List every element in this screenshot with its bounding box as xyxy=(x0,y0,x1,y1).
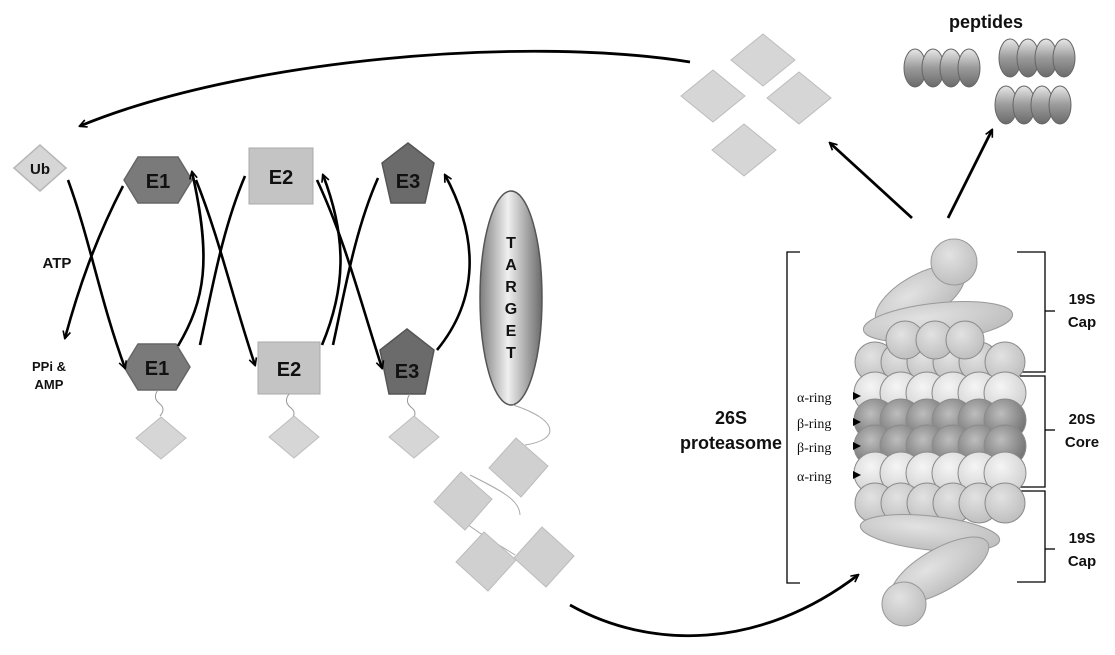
e2-bottom-label: E2 xyxy=(277,359,301,381)
diamond-icon xyxy=(513,526,575,588)
ring-label-beta-top: β-ring xyxy=(797,417,831,432)
pentagon-icon xyxy=(379,328,435,395)
diamond-icon xyxy=(433,471,493,531)
e3-top-node: E3 xyxy=(381,142,435,204)
arrow-e1-to-ppi xyxy=(65,185,125,338)
target-protein: T A R G E T xyxy=(479,190,543,406)
core-bracket xyxy=(1020,375,1046,488)
peptides-label: peptides xyxy=(949,12,1023,32)
arrow-e2-to-e1 xyxy=(198,175,247,346)
peptides-group xyxy=(903,38,1076,125)
pointer-icon xyxy=(853,418,861,426)
e2-bottom-node: E2 xyxy=(257,341,321,459)
cap-bottom-bracket xyxy=(1017,490,1046,583)
arrow-e1-bottom-to-e2 xyxy=(176,172,205,347)
left-bracket xyxy=(786,251,800,584)
cap-top-label-1: 19S xyxy=(1069,291,1096,308)
diamond-icon xyxy=(388,415,440,459)
arrow-e2-top-to-e3-bottom xyxy=(315,179,382,368)
ubiquitin-node: Ub xyxy=(12,143,68,193)
tether-line xyxy=(154,389,164,417)
e1-bottom-label: E1 xyxy=(145,358,169,380)
diamond-icon xyxy=(455,531,517,592)
arrow-target-to-proteasome xyxy=(569,575,858,638)
proteasome-label-line2: proteasome xyxy=(680,433,782,453)
square-icon xyxy=(257,341,321,395)
e3-top-label: E3 xyxy=(396,171,420,193)
core-label-2: Core xyxy=(1065,434,1099,451)
diamond-icon xyxy=(711,123,777,177)
proteasome-structure xyxy=(786,238,1055,627)
arrow-e1-top-to-e2-bottom xyxy=(194,179,255,365)
cap-ball xyxy=(930,238,978,286)
diamond-icon xyxy=(730,33,796,87)
cap-ball xyxy=(881,581,927,627)
arrow-e3-to-e2 xyxy=(331,177,380,346)
ellipse-icon xyxy=(479,190,543,406)
tether-line xyxy=(512,404,551,446)
arrow-e2-bottom-to-e3 xyxy=(320,175,342,346)
cap-bottom-label-2: Cap xyxy=(1068,553,1096,570)
diamond-icon xyxy=(680,69,746,123)
pointer-icon xyxy=(853,442,861,450)
pointer-icon xyxy=(853,392,861,400)
diamond-icon xyxy=(135,416,187,460)
hexagon-icon xyxy=(123,156,193,204)
e3-bottom-node: E3 xyxy=(379,328,440,459)
ring-label-alpha-top: α-ring xyxy=(797,391,832,406)
e2-top-node: E2 xyxy=(248,147,314,205)
tether-line xyxy=(285,393,295,421)
cap-bottom-label-1: 19S xyxy=(1069,530,1096,547)
peptide-capsule xyxy=(1052,38,1076,78)
arrow-ub-to-e1 xyxy=(66,179,125,368)
target-letter-5: E xyxy=(506,323,517,340)
proteasome-label-line1: 26S xyxy=(715,408,747,428)
target-letter-3: R xyxy=(505,279,517,296)
cascade-arrows xyxy=(65,172,471,368)
arrow-ub-recycling xyxy=(80,49,691,126)
ring-label-beta-bottom: β-ring xyxy=(797,441,831,456)
target-letter-1: T xyxy=(506,235,516,252)
arrow-proteasome-to-ub xyxy=(830,143,913,220)
target-letter-4: G xyxy=(505,301,517,318)
subunit-ball xyxy=(945,320,985,360)
amp-label: AMP xyxy=(35,377,64,392)
peptide-capsule xyxy=(957,48,981,88)
e3-bottom-label: E3 xyxy=(395,361,419,383)
target-letter-2: A xyxy=(505,257,517,274)
ppi-label: PPi & xyxy=(32,359,66,374)
diamond-icon xyxy=(268,415,320,459)
ring-label-alpha-bottom: α-ring xyxy=(797,470,832,485)
core-label-1: 20S xyxy=(1069,411,1096,428)
atp-label: ATP xyxy=(43,255,72,272)
e1-top-label: E1 xyxy=(146,171,170,193)
e1-bottom-node: E1 xyxy=(123,343,191,460)
arrow-proteasome-to-peptides xyxy=(946,130,994,219)
pentagon-icon xyxy=(381,142,435,204)
subunit-ball xyxy=(984,482,1026,524)
tether-line xyxy=(469,474,521,516)
arrow-e3-bottom-to-target xyxy=(435,175,471,351)
released-ubiquitin xyxy=(680,33,832,177)
square-icon xyxy=(248,147,314,205)
pointer-icon xyxy=(853,471,861,479)
ub-label: Ub xyxy=(30,161,50,178)
diamond-icon xyxy=(12,143,68,193)
diamond-icon xyxy=(766,71,832,125)
peptide-capsule xyxy=(1048,85,1072,125)
polyubiquitin-chain xyxy=(433,404,575,592)
e1-top-node: E1 xyxy=(123,156,193,204)
cap-top-bracket xyxy=(1017,251,1046,373)
diamond-icon xyxy=(488,437,549,498)
cap-top-label-2: Cap xyxy=(1068,314,1096,331)
target-letter-6: T xyxy=(506,345,516,362)
e2-top-label: E2 xyxy=(269,167,293,189)
